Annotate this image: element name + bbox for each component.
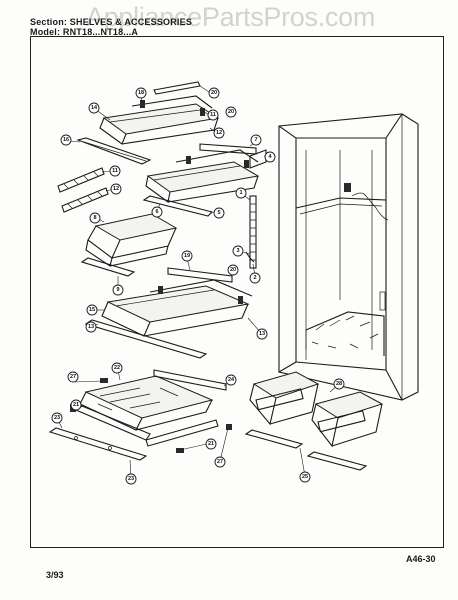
callout: 14 [88, 102, 100, 114]
callout: 23 [51, 412, 63, 424]
svg-text:6: 6 [155, 209, 158, 215]
callout: 16 [60, 134, 72, 146]
svg-text:25: 25 [302, 474, 308, 480]
svg-text:12: 12 [113, 186, 119, 192]
svg-text:22: 22 [114, 365, 120, 371]
svg-text:24: 24 [228, 377, 235, 383]
callout: 27 [67, 371, 79, 383]
svg-text:14: 14 [91, 105, 98, 111]
svg-text:13: 13 [88, 324, 94, 330]
callout-bubbles: 20 18 14 11 20 12 7 16 4 11 12 1 6 5 8 3… [51, 87, 345, 485]
upper-shelf-assembly [76, 81, 220, 165]
svg-text:21: 21 [208, 441, 214, 447]
callout: 15 [86, 304, 98, 316]
callout: 9 [112, 284, 124, 296]
callout: 19 [181, 250, 193, 262]
svg-text:12: 12 [216, 130, 222, 136]
callout: 13 [256, 328, 268, 340]
callout: 11 [207, 109, 219, 121]
diagram-code: A46-30 [406, 554, 436, 564]
callout: 22 [111, 362, 123, 374]
callout: 21 [70, 399, 82, 411]
callout: 23 [125, 473, 137, 485]
callout: 3 [232, 245, 244, 257]
model-line: Model: RNT18...NT18...A [30, 27, 139, 37]
svg-text:2: 2 [253, 275, 256, 281]
svg-text:28: 28 [336, 381, 342, 387]
callout: 20 [227, 264, 239, 276]
callout: 5 [213, 207, 225, 219]
middle-shelf-assembly [142, 143, 267, 217]
svg-text:23: 23 [54, 415, 60, 421]
watermark: AppliancePartsPros.com [86, 2, 376, 32]
svg-text:15: 15 [89, 307, 95, 313]
svg-text:20: 20 [228, 109, 234, 115]
svg-text:9: 9 [116, 287, 119, 293]
callout: 8 [89, 212, 101, 224]
callout: 21 [205, 438, 217, 450]
shelf-rail [245, 195, 257, 269]
callout: 20 [225, 106, 237, 118]
callout: 27 [214, 456, 226, 468]
svg-text:19: 19 [184, 253, 190, 259]
refrigerator-cabinet [278, 113, 419, 401]
svg-text:21: 21 [73, 402, 79, 408]
callout: 11 [109, 165, 121, 177]
svg-text:3: 3 [236, 248, 239, 254]
svg-text:1: 1 [239, 190, 242, 196]
callout: 24 [225, 374, 237, 386]
svg-text:4: 4 [268, 154, 272, 160]
callout: 12 [213, 127, 225, 139]
callout: 18 [135, 87, 147, 99]
callout: 28 [333, 378, 345, 390]
callout: 20 [208, 87, 220, 99]
callout: 1 [235, 187, 247, 199]
svg-text:27: 27 [70, 374, 76, 380]
lower-shelf-assembly [84, 267, 253, 359]
callout: 25 [299, 471, 311, 483]
svg-text:8: 8 [93, 215, 96, 221]
svg-text:11: 11 [210, 112, 216, 118]
callout: 6 [151, 206, 163, 218]
callout: 13 [85, 321, 97, 333]
crisper-pans [244, 371, 384, 471]
svg-text:20: 20 [211, 90, 217, 96]
section-title: Section: SHELVES & ACCESSORIES [30, 17, 193, 27]
callout: 2 [249, 272, 261, 284]
callout: 4 [264, 151, 276, 163]
callout: 7 [250, 134, 262, 146]
svg-text:18: 18 [138, 90, 144, 96]
svg-text:16: 16 [63, 137, 69, 143]
svg-text:20: 20 [230, 267, 236, 273]
diagram-frame [30, 36, 444, 548]
revision-date: 3/93 [46, 570, 64, 580]
svg-text:7: 7 [254, 137, 257, 143]
svg-text:23: 23 [128, 476, 134, 482]
svg-text:5: 5 [217, 210, 220, 216]
meat-pan [80, 213, 178, 277]
svg-text:13: 13 [259, 331, 265, 337]
crisper-cover-assembly [48, 369, 232, 461]
shelf-slides [57, 167, 109, 213]
svg-text:27: 27 [217, 459, 223, 465]
svg-text:11: 11 [112, 168, 118, 174]
callout: 12 [110, 183, 122, 195]
